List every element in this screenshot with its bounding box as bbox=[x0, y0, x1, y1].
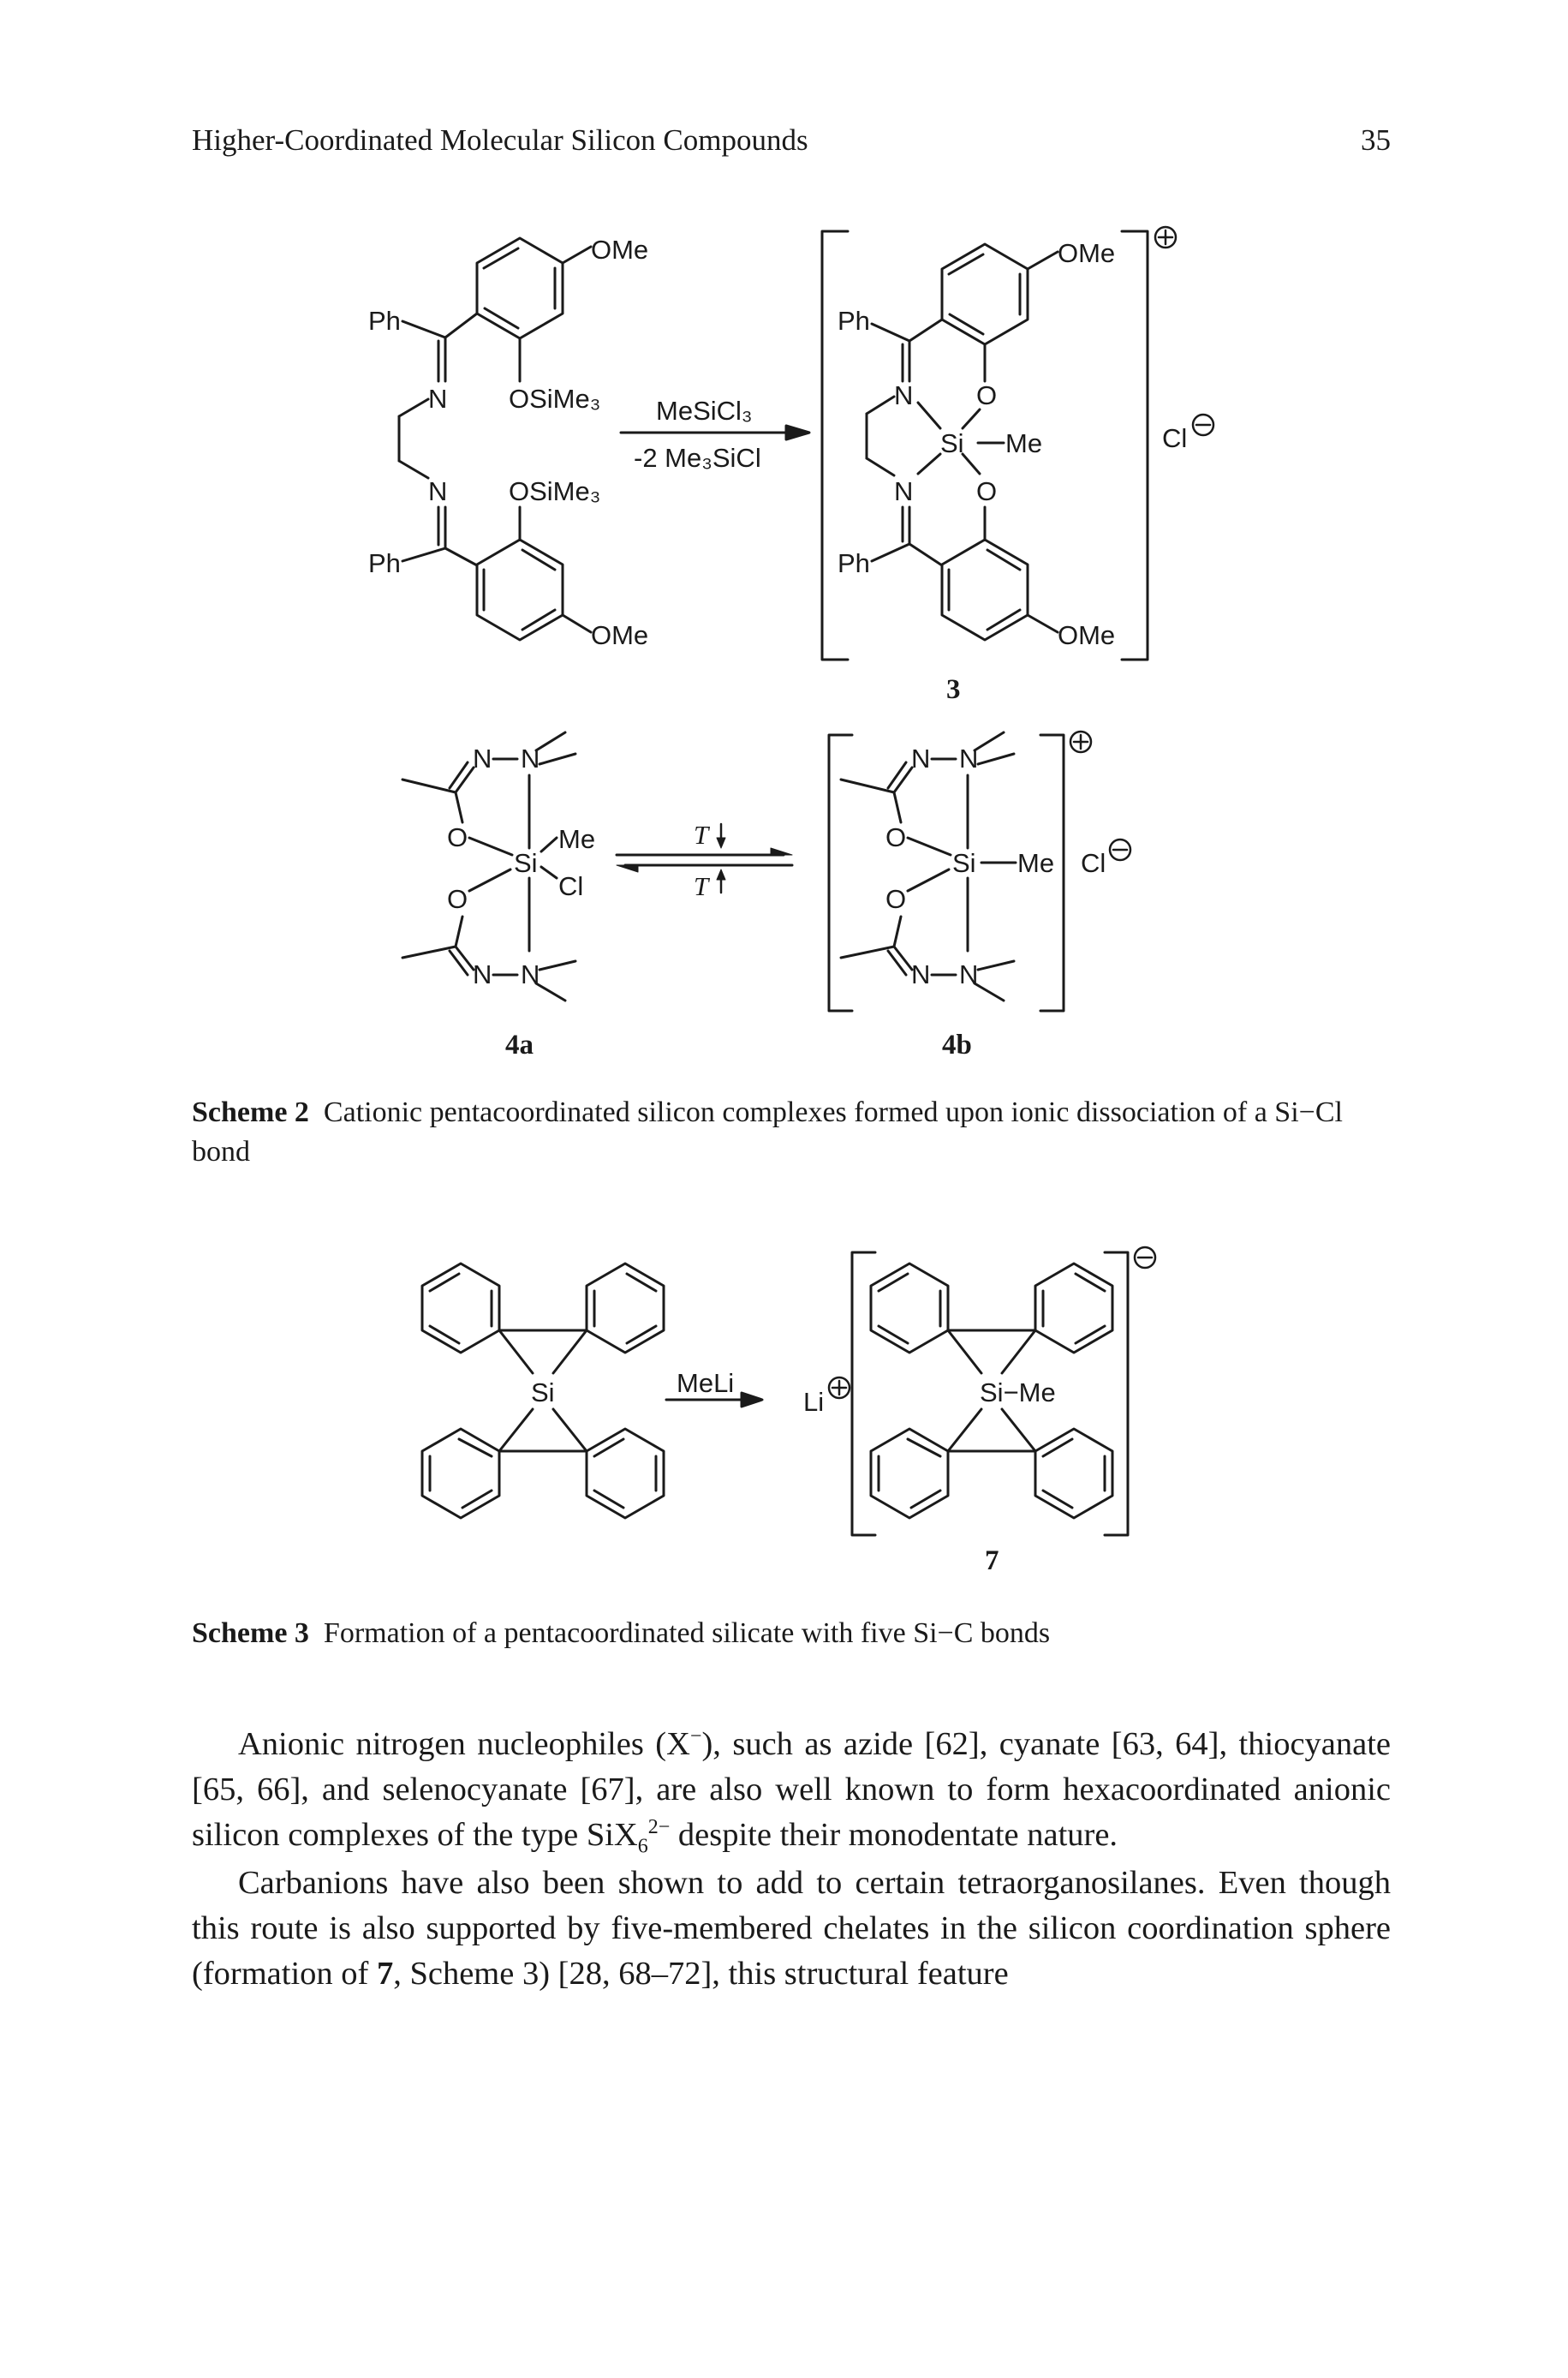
ph-label: Ph bbox=[838, 306, 870, 336]
n-label: N bbox=[428, 384, 447, 414]
benzene-ring-bottom-right bbox=[940, 538, 1029, 642]
compound-label-7: 7 bbox=[985, 1545, 999, 1576]
para2-text-a: Carbanions have also been shown to add t… bbox=[192, 1865, 1391, 1992]
benzene-ring bbox=[585, 1427, 665, 1520]
para2-text-c: , Scheme 3) [28, 68–72], this structural… bbox=[393, 1956, 1009, 1992]
counterion-label: Cl bbox=[1081, 848, 1106, 878]
n-label: N bbox=[894, 380, 913, 410]
equilibrium-arrow: T T bbox=[615, 820, 794, 901]
body-paragraph-1: Anionic nitrogen nucleophiles (X−), such… bbox=[192, 1722, 1391, 1858]
product-3: OMe Ph N O Si Me N O Ph OMe Cl bbox=[820, 225, 1215, 705]
compound-4a: N N O Si Me Cl O N N 4a bbox=[401, 731, 595, 1061]
n-label: N bbox=[911, 959, 930, 989]
scheme-3-figure: Si MeLi Li Si−Me 7 bbox=[420, 1246, 1157, 1576]
compound-label-3: 3 bbox=[946, 674, 961, 705]
ome-label: OMe bbox=[1058, 238, 1115, 268]
me-label: Me bbox=[1017, 848, 1054, 878]
n-label: N bbox=[473, 959, 492, 989]
benzene-ring-top-left bbox=[475, 236, 564, 340]
cl-label: Cl bbox=[558, 871, 583, 901]
ph-label: Ph bbox=[838, 548, 870, 578]
n-label: N bbox=[959, 744, 978, 774]
me-label: Me bbox=[558, 824, 595, 854]
n-label: N bbox=[911, 744, 930, 774]
reactant-spirosilane: Si bbox=[420, 1262, 665, 1520]
si-me-label: Si−Me bbox=[980, 1377, 1056, 1407]
caption-label: Scheme 3 bbox=[192, 1617, 309, 1649]
caption-text: Formation of a pentacoordinated silicate… bbox=[323, 1617, 1051, 1649]
ph-label: Ph bbox=[368, 548, 401, 578]
benzene-ring bbox=[585, 1262, 665, 1354]
para1-text-c: despite their monodentate nature. bbox=[670, 1817, 1118, 1853]
benzene-ring bbox=[869, 1262, 950, 1354]
running-title: Higher-Coordinated Molecular Silicon Com… bbox=[192, 123, 808, 157]
running-head: Higher-Coordinated Molecular Silicon Com… bbox=[192, 123, 1391, 166]
para1-superscript: 2− bbox=[647, 1816, 671, 1839]
benzene-ring bbox=[420, 1427, 501, 1520]
benzene-ring bbox=[869, 1427, 950, 1520]
temperature-down-label: T bbox=[694, 820, 711, 850]
si-label: Si bbox=[514, 848, 538, 878]
para1-subscript: 6 bbox=[637, 1835, 648, 1858]
n-label: N bbox=[894, 476, 913, 506]
reagent-label: MeLi bbox=[677, 1368, 734, 1398]
si-label: Si bbox=[952, 848, 976, 878]
compound-label-4b: 4b bbox=[942, 1030, 972, 1061]
me-label: Me bbox=[1005, 428, 1042, 458]
o-label: O bbox=[447, 822, 468, 852]
product-7: Si−Me 7 bbox=[850, 1246, 1157, 1576]
page-number: 35 bbox=[1361, 123, 1391, 157]
benzene-ring bbox=[1034, 1427, 1114, 1520]
n-label: N bbox=[521, 744, 540, 774]
si-label: Si bbox=[940, 428, 964, 458]
reaction-arrow-3: MeLi bbox=[665, 1368, 764, 1408]
compound-label-4a: 4a bbox=[505, 1030, 534, 1061]
benzene-ring-bottom-left bbox=[475, 538, 564, 642]
caption-text: Cationic pentacoordinated silicon comple… bbox=[192, 1096, 1343, 1168]
benzene-ring-top-right bbox=[940, 242, 1029, 346]
reagent-label: MeSiCl₃ bbox=[656, 396, 753, 426]
o-label: O bbox=[885, 884, 906, 914]
n-label: N bbox=[428, 476, 447, 506]
reactant-bis-imine: OMe Ph N OSiMe₃ N OSiMe₃ Ph OMe bbox=[368, 235, 648, 650]
o-label: O bbox=[976, 476, 997, 506]
body-paragraph-2: Carbanions have also been shown to add t… bbox=[192, 1861, 1391, 1997]
osime3-label: OSiMe₃ bbox=[509, 476, 600, 506]
o-label: O bbox=[885, 822, 906, 852]
benzene-ring bbox=[420, 1262, 501, 1354]
osime3-label: OSiMe₃ bbox=[509, 384, 600, 414]
scheme-3-caption: Scheme 3 Formation of a pentacoordinated… bbox=[192, 1614, 1391, 1653]
caption-label: Scheme 2 bbox=[192, 1096, 309, 1128]
para1-text-b: ), such as azide [62], cyanate [63, 64],… bbox=[192, 1726, 1391, 1853]
reaction-arrow-1: MeSiCl₃ -2 Me₃SiCl bbox=[619, 396, 811, 473]
compound-ref-7: 7 bbox=[376, 1956, 394, 1992]
n-label: N bbox=[521, 959, 540, 989]
ph-label: Ph bbox=[368, 306, 401, 336]
lithium-cation-label: Li bbox=[803, 1387, 824, 1417]
compound-4b: N N O Si Me O N N Cl 4b bbox=[827, 730, 1132, 1061]
counterion-label: Cl bbox=[1162, 423, 1187, 453]
o-label: O bbox=[447, 884, 468, 914]
n-label: N bbox=[473, 744, 492, 774]
scheme-2-caption: Scheme 2 Cationic pentacoordinated silic… bbox=[192, 1093, 1391, 1172]
scheme-2-figure: OMe Ph N OSiMe₃ N OSiMe₃ Ph OMe MeSiCl₃ bbox=[368, 225, 1215, 1061]
si-label: Si bbox=[531, 1377, 555, 1407]
ome-label: OMe bbox=[1058, 620, 1115, 650]
o-label: O bbox=[976, 380, 997, 410]
byproduct-label: -2 Me₃SiCl bbox=[634, 443, 761, 473]
benzene-ring bbox=[1034, 1262, 1114, 1354]
temperature-up-label: T bbox=[694, 871, 711, 901]
ome-label: OMe bbox=[591, 235, 648, 265]
para1-text-a: Anionic nitrogen nucleophiles (X bbox=[238, 1726, 690, 1762]
n-label: N bbox=[959, 959, 978, 989]
para1-superscript-charge: − bbox=[689, 1725, 702, 1748]
ome-label: OMe bbox=[591, 620, 648, 650]
